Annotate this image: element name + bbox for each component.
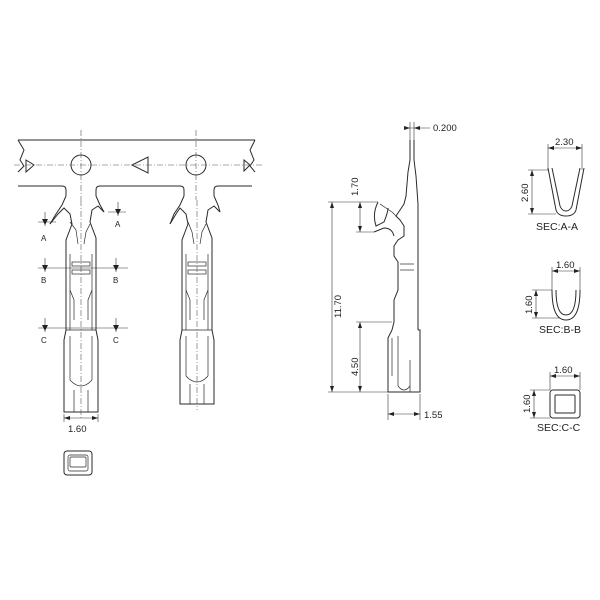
index-notch: [25, 159, 35, 174]
section-b-width-label: 1.60: [556, 260, 575, 271]
index-notch: [243, 158, 251, 173]
dim-width-label: 1.60: [68, 424, 87, 435]
dim-overall-label: 11.70: [333, 295, 344, 318]
terminal-end-view: [63, 450, 93, 476]
section-b-view: 1.60 1.60 SEC:B-B: [524, 260, 581, 336]
section-marker-b-right: B: [113, 276, 118, 285]
section-c-label: SEC:C-C: [537, 422, 581, 434]
section-c-height-label: 1.60: [522, 395, 533, 414]
dim-overall: 11.70: [328, 201, 388, 393]
section-a-view: 2.30 2.60 SEC:A-A: [520, 137, 585, 233]
section-marker-a-right: A: [115, 220, 121, 229]
section-a-width-label: 2.30: [555, 137, 574, 148]
dim-thickness-label: 0.200: [433, 123, 457, 134]
section-a-label: SEC:A-A: [536, 221, 578, 233]
terminal-front-view-2: [169, 195, 221, 410]
terminal-side-view: 0.200: [373, 122, 457, 393]
section-marker-b-left: B: [41, 276, 46, 285]
dim-crimp-label: 4.50: [350, 358, 361, 377]
carrier-strip: [14, 130, 262, 200]
dim-spring-label: 1.70: [350, 178, 361, 197]
dim-side-height: 1.55: [387, 394, 443, 421]
dim-crimp: 4.50: [350, 321, 392, 392]
dim-spring: 1.70: [350, 178, 378, 233]
section-a-height-label: 2.60: [520, 184, 531, 203]
dim-width: 1.60: [63, 414, 99, 435]
dim-side-height-label: 1.55: [424, 410, 443, 421]
terminal-front-view-1: [49, 195, 105, 418]
section-marker-c-right: C: [113, 336, 119, 345]
section-marker-c-left: C: [41, 336, 47, 345]
section-b-label: SEC:B-B: [539, 324, 581, 336]
section-b-height-label: 1.60: [524, 296, 535, 315]
section-markers: A A B B C C: [38, 202, 128, 345]
section-marker-a-left: A: [41, 234, 47, 243]
section-c-view: 1.60 1.60 SEC:C-C: [522, 365, 581, 434]
section-c-width-label: 1.60: [554, 365, 573, 376]
